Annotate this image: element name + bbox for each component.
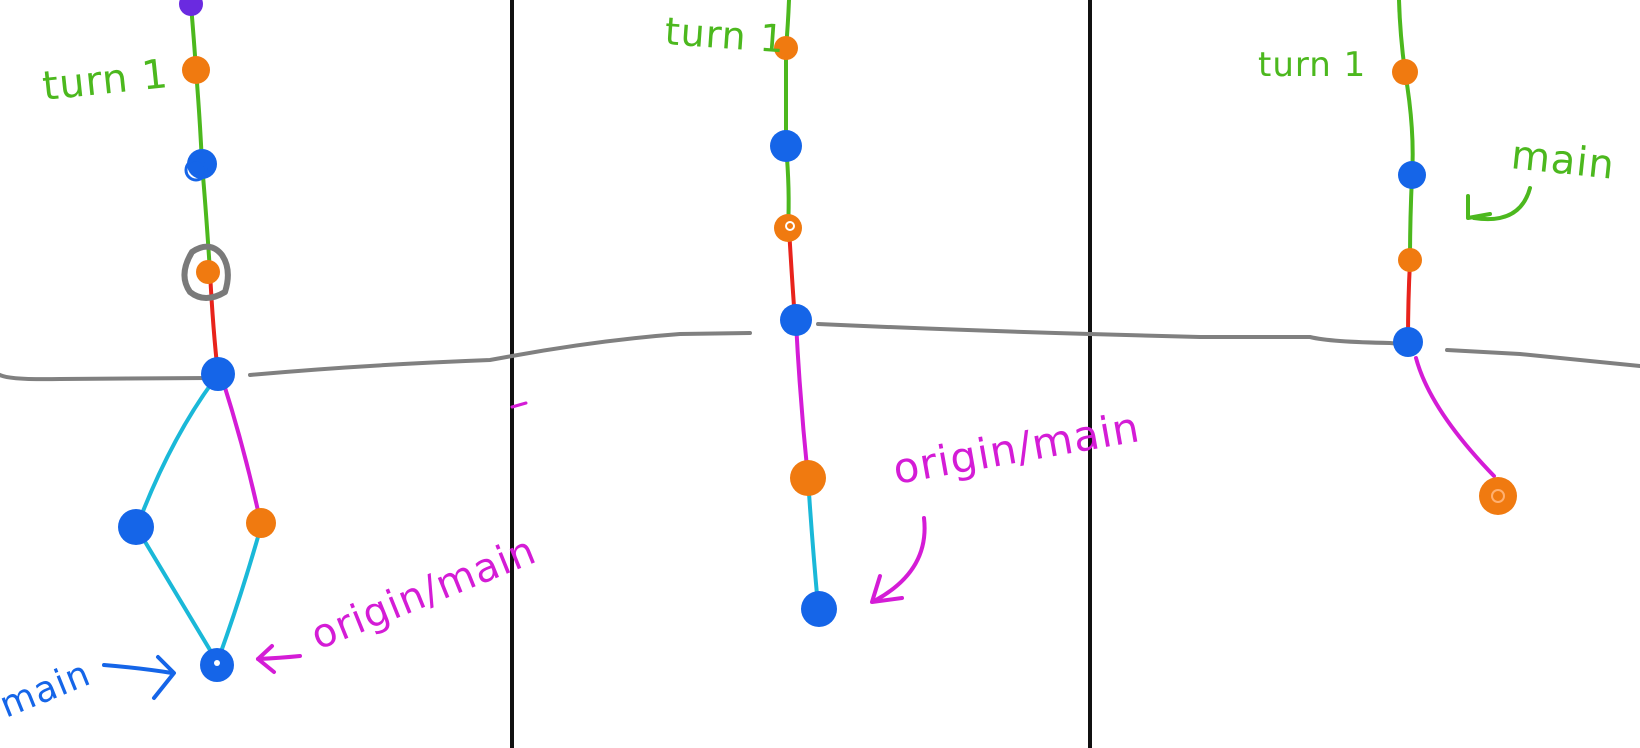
commit-node (780, 304, 812, 336)
turn-label: turn 1 (40, 51, 170, 110)
main-arrow-head (1466, 194, 1492, 220)
commit-node (790, 460, 826, 496)
edge (806, 476, 820, 608)
commit-node (184, 158, 208, 182)
commit-node (187, 149, 217, 179)
turn-label: turn 1 (1258, 45, 1366, 85)
commit-node (801, 591, 837, 627)
commit-node (1393, 327, 1423, 357)
edge (216, 528, 262, 662)
commit-node (201, 357, 235, 391)
edge (1403, 70, 1415, 178)
commit-node (770, 130, 802, 162)
edge (200, 162, 212, 274)
commit-dot (785, 221, 795, 231)
commit-node (179, 0, 203, 16)
panel-3: turn 1 main (1258, 0, 1617, 515)
main-arrow-head (152, 655, 176, 700)
commit-node (182, 56, 210, 84)
origin-main-label: origin/main (305, 527, 543, 659)
remote-boundary-line-right-a (816, 322, 1402, 346)
commit-dot (1491, 489, 1505, 503)
edge (136, 378, 216, 526)
origin-main-arrow (256, 654, 302, 661)
edge (220, 376, 262, 522)
commit-node (774, 36, 798, 60)
commit-node (1479, 477, 1517, 515)
commit-dot (214, 660, 220, 666)
stray-mark (510, 401, 528, 409)
commit-node (774, 214, 802, 242)
remote-boundary-line-right-b (1445, 348, 1640, 368)
commit-node (246, 508, 276, 538)
commit-node (1392, 59, 1418, 85)
edge (1414, 356, 1496, 478)
remote-boundary-line-middle (248, 331, 752, 377)
highlight-ring (181, 243, 231, 301)
remote-boundary-line-left (0, 373, 212, 382)
origin-main-arrow-head (256, 644, 276, 674)
commit-node (1398, 161, 1426, 189)
commit-node (118, 509, 154, 545)
panel-2: turn 1 origin/main (663, 0, 1144, 627)
edge (794, 320, 810, 480)
origin-main-label: origin/main (889, 402, 1143, 494)
main-label: main (0, 653, 96, 726)
commit-node (1398, 248, 1422, 272)
edge (136, 528, 218, 662)
turn-label: turn 1 (663, 9, 786, 61)
commit-node (196, 260, 220, 284)
main-arrow (1472, 186, 1532, 222)
main-arrow (102, 663, 174, 675)
origin-main-arrow (874, 516, 927, 602)
main-label: main (1509, 132, 1617, 189)
origin-main-arrow-head (870, 574, 904, 604)
